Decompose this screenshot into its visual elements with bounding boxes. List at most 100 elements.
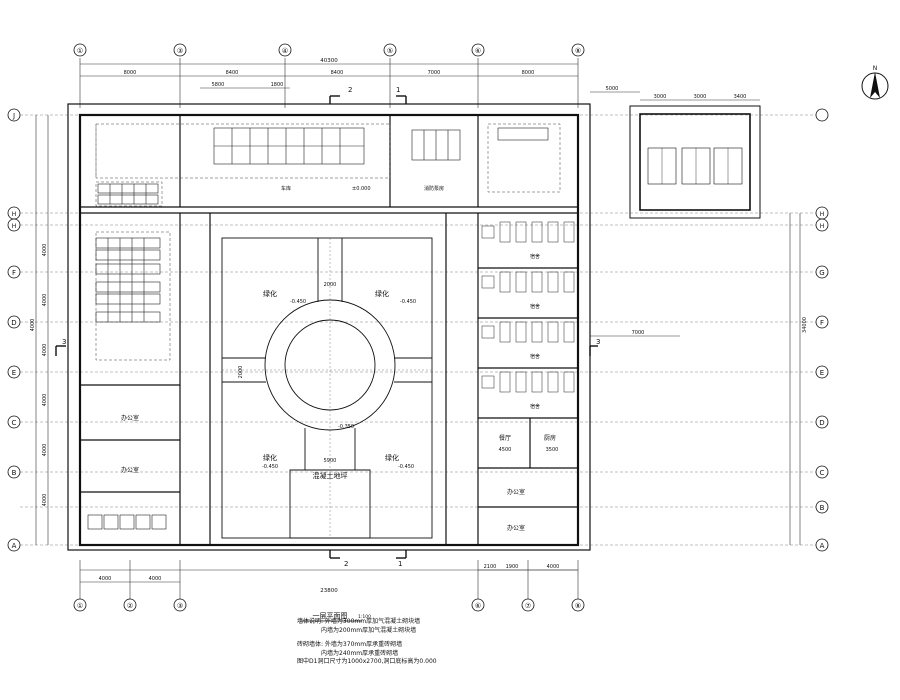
dim-top-sub: 1800: [271, 82, 284, 88]
dim-top-seg: 8400: [331, 70, 344, 76]
axis-label: G: [819, 269, 824, 277]
note-line: 砖砌墙体: 外墙为370mm厚承重砖砌墙: [297, 641, 403, 648]
dim-top-seg: 8000: [522, 70, 535, 76]
axis-label: D: [819, 419, 824, 427]
room-label-green: 绿化: [375, 289, 389, 298]
dim-left: 4000: [30, 319, 36, 332]
axis-label: ⑧: [575, 47, 581, 55]
room-label-kitchen: 餐厅: [499, 434, 511, 442]
room-label-office: 办公室: [507, 488, 525, 496]
dim-left: 4000: [42, 294, 48, 307]
right-block-walls: [445, 213, 578, 545]
axis-label: D: [11, 319, 16, 327]
dim-ext-top2: 5000: [606, 86, 619, 92]
dim-left: 4000: [42, 494, 48, 507]
dim-right-total: 34000: [802, 317, 808, 333]
dim-left: 4000: [42, 444, 48, 457]
axis-label: H: [12, 211, 17, 218]
dim-bottom-right: 1900: [506, 564, 519, 570]
drawing-notes: 墙体说明: 外墙为300mm厚加气混凝土砌块墙 内墙为200mm厚加气混凝土砌块…: [297, 618, 637, 667]
axis-label: J: [12, 112, 15, 120]
drawing-title: 一层平面图: [313, 612, 348, 620]
drawing-scale: 1:100: [358, 614, 371, 620]
right-dimension-lines: [789, 213, 801, 545]
elevation-label: -0.350: [338, 424, 354, 430]
note-line: 图中D1洞口尺寸为1000x2700,洞口底标高为0.000: [297, 658, 437, 665]
axis-label: E: [820, 369, 824, 377]
dorm-beds: [481, 221, 575, 393]
section-label: 1: [398, 560, 402, 568]
axis-label: ③: [177, 602, 183, 610]
axis-label: ④: [282, 47, 288, 55]
elevation-label: -0.450: [290, 299, 306, 305]
room-label-green: 绿化: [385, 453, 399, 462]
axis-label: ②: [127, 602, 133, 610]
axis-label: E: [12, 369, 16, 377]
note-line: 内墙为200mm厚加气混凝土砌块墙: [321, 626, 417, 634]
top-axis-bubbles: [73, 43, 585, 57]
north-label: N: [873, 65, 878, 72]
bottom-axis-bubbles: [73, 598, 585, 612]
dim-label: 2000: [324, 282, 337, 288]
section-label: 2: [344, 560, 348, 568]
axis-label: ③: [177, 47, 183, 55]
section-markers: [55, 95, 598, 559]
parking-stalls-top: [97, 183, 159, 205]
courtyard-guides: [222, 238, 432, 538]
dim-ext-top: 3400: [734, 94, 747, 100]
axis-label: B: [820, 504, 825, 512]
dim-bottom-seg: 4000: [149, 576, 162, 582]
section-label: 2: [348, 86, 352, 94]
elevation-label: -0.450: [262, 464, 278, 470]
parking-stalls-left: [95, 237, 161, 323]
axis-label: C: [12, 419, 17, 427]
room-label-dorm: 宿舍: [530, 353, 540, 360]
dim-label: 4500: [499, 447, 512, 453]
dim-top-sub: 5800: [212, 82, 225, 88]
right-axis-bubbles: [815, 108, 829, 552]
dim-right-7000: 7000: [632, 330, 645, 336]
top-dimension-lines: [79, 58, 579, 108]
section-label: 3: [596, 338, 600, 346]
top-block-walls: [80, 115, 578, 214]
axis-label: H: [820, 223, 825, 230]
dim-bottom-right: 2100: [484, 564, 497, 570]
axis-label: ①: [77, 47, 83, 55]
dim-label: 3500: [546, 447, 559, 453]
room-label-green: 绿化: [263, 453, 277, 462]
room-label-store: 厨房: [544, 434, 556, 442]
room-label-pump: 消防泵房: [424, 185, 444, 192]
dim-bottom-overall: 23800: [320, 588, 338, 594]
transformer-dims: [590, 91, 760, 101]
elevation-label: -0.450: [400, 299, 416, 305]
room-label-dorm: 宿舍: [530, 403, 540, 410]
dim-top-seg: 7000: [428, 70, 441, 76]
dim-ext-top: 3000: [654, 94, 667, 100]
dim-top-overall: 40300: [320, 58, 338, 64]
axis-label: A: [820, 542, 825, 550]
axis-label: ⑧: [575, 602, 581, 610]
axis-label: H: [12, 223, 17, 230]
room-label-office: 办公室: [121, 466, 139, 474]
axis-label: C: [820, 469, 825, 477]
dim-left: 4000: [42, 394, 48, 407]
dim-bottom-right: 4000: [547, 564, 560, 570]
dim-left: 4000: [42, 244, 48, 257]
horizontal-grid-lines: [20, 114, 830, 546]
dim-left: 4000: [42, 344, 48, 357]
note-line: 内墙为240mm厚承重砖砌墙: [321, 649, 399, 657]
dim-label: 2000: [238, 366, 244, 379]
room-label-lawn: 混凝土地坪: [313, 471, 348, 480]
room-label-dorm: 宿舍: [530, 303, 540, 310]
axis-label: A: [12, 542, 17, 550]
room-label-office: 办公室: [507, 524, 525, 532]
bottom-dimension-lines: [79, 560, 579, 600]
room-label-dorm: 宿舍: [530, 253, 540, 260]
room-label-office: 办公室: [121, 414, 139, 422]
elevation-label: ±0.000: [352, 186, 371, 192]
dim-label: 5900: [324, 458, 337, 464]
building-outline: [67, 103, 591, 551]
axis-label: ①: [77, 602, 83, 610]
axis-label: ⑤: [387, 47, 393, 55]
